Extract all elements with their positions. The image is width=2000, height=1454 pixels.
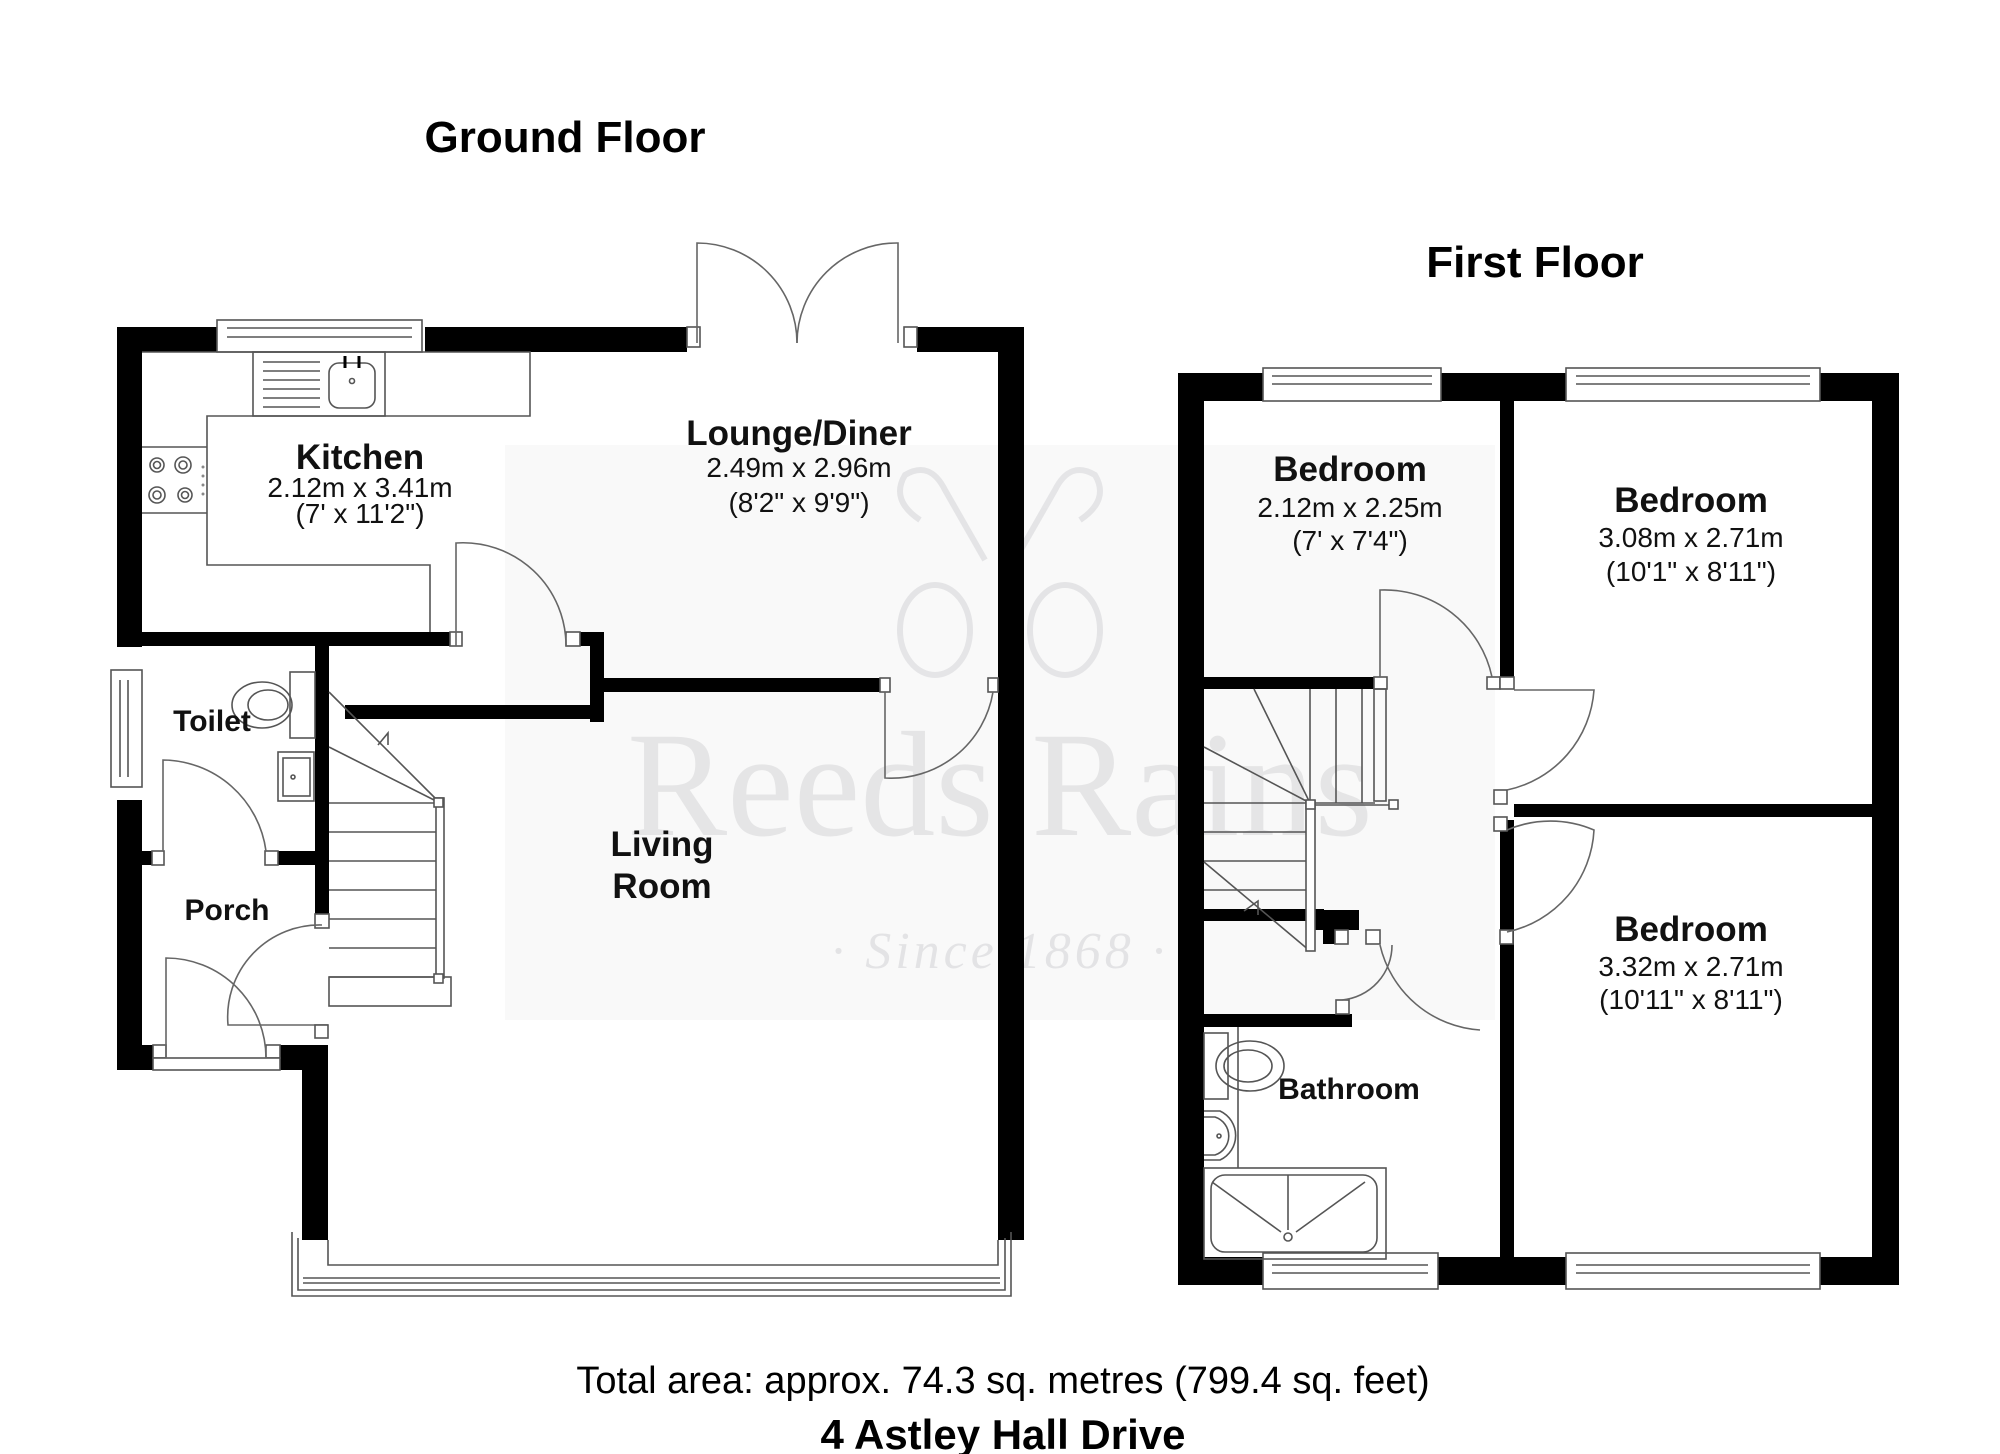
room-bedroom-1: Bedroom 2.12m x 2.25m (7' x 7'4") bbox=[1257, 450, 1442, 556]
room-name: Bedroom bbox=[1273, 450, 1427, 489]
wall bbox=[315, 646, 329, 916]
wall bbox=[1438, 1257, 1566, 1285]
wall bbox=[1514, 804, 1899, 817]
wall bbox=[1178, 373, 1204, 1285]
bedroom-2-window bbox=[1565, 367, 1821, 402]
wall bbox=[117, 327, 142, 647]
room-name: Bedroom bbox=[1614, 481, 1768, 520]
basin-icon bbox=[277, 751, 315, 802]
bedroom-1-window bbox=[1262, 367, 1442, 402]
wall bbox=[1323, 930, 1335, 944]
room-bedroom-3: Bedroom 3.32m x 2.71m (10'11" x 8'11") bbox=[1598, 910, 1783, 1015]
bedroom-2-door bbox=[1493, 676, 1595, 805]
wall bbox=[278, 851, 329, 865]
room-name: Bedroom bbox=[1614, 910, 1768, 949]
wall bbox=[1204, 677, 1374, 689]
wall bbox=[345, 705, 604, 719]
ground-floor-stairs bbox=[328, 691, 452, 1007]
room-imperial: (10'1" x 8'11") bbox=[1606, 556, 1776, 587]
wall bbox=[1314, 910, 1359, 930]
room-name-line2: Room bbox=[612, 867, 711, 906]
wall bbox=[1820, 1257, 1899, 1285]
hob-icon bbox=[148, 456, 205, 504]
ground-floor-title: Ground Floor bbox=[424, 113, 705, 162]
watermark-logo-icon bbox=[897, 467, 1103, 678]
room-kitchen: Kitchen 2.12m x 3.41m (7' x 11'2") bbox=[267, 438, 452, 529]
first-floor-plan bbox=[1178, 367, 1899, 1290]
hall-door bbox=[226, 913, 330, 1039]
first-floor-title: First Floor bbox=[1426, 238, 1644, 287]
wall bbox=[142, 851, 152, 865]
room-name: Porch bbox=[184, 894, 269, 927]
room-name-line1: Living bbox=[610, 825, 713, 864]
room-imperial: (10'11" x 8'11") bbox=[1599, 984, 1783, 1015]
bathroom-basin-icon bbox=[1204, 1110, 1237, 1161]
bedroom-3-door bbox=[1493, 816, 1595, 945]
kitchen-sink-icon bbox=[252, 351, 386, 417]
bay-window bbox=[291, 1060, 1012, 1297]
first-floor-stairs bbox=[1203, 688, 1399, 952]
french-doors bbox=[686, 242, 918, 348]
wall bbox=[1204, 1014, 1352, 1027]
room-imperial: (7' x 7'4") bbox=[1292, 525, 1408, 556]
bathroom-door bbox=[1334, 929, 1393, 1015]
property-address: 4 Astley Hall Drive bbox=[821, 1411, 1186, 1454]
wall bbox=[117, 632, 462, 646]
room-bathroom: Bathroom bbox=[1278, 1073, 1420, 1106]
wall bbox=[425, 327, 687, 352]
room-imperial: (7' x 11'2") bbox=[295, 498, 424, 529]
total-area: Total area: approx. 74.3 sq. metres (799… bbox=[576, 1360, 1429, 1402]
room-name: Toilet bbox=[173, 705, 251, 738]
room-metric: 2.12m x 2.25m bbox=[1257, 492, 1442, 523]
kitchen-window bbox=[216, 319, 423, 353]
room-name: Lounge/Diner bbox=[686, 414, 912, 453]
bath-icon bbox=[1203, 1167, 1387, 1260]
bathroom-toilet-icon bbox=[1203, 1027, 1285, 1168]
wall bbox=[590, 632, 604, 722]
room-living-room: Living Room bbox=[610, 825, 713, 906]
kitchen-counter bbox=[142, 351, 531, 632]
wall bbox=[1500, 373, 1514, 681]
room-metric: 3.08m x 2.71m bbox=[1598, 522, 1783, 553]
toilet-window bbox=[110, 669, 143, 788]
wall bbox=[604, 678, 880, 692]
room-name: Kitchen bbox=[296, 438, 424, 477]
wall bbox=[1500, 820, 1514, 1257]
wall bbox=[1872, 373, 1899, 1285]
room-imperial: (8'2" x 9'9") bbox=[728, 487, 869, 518]
bedroom-3-window bbox=[1565, 1252, 1821, 1290]
room-toilet: Toilet bbox=[173, 705, 251, 738]
landing-door bbox=[1365, 929, 1481, 1031]
room-bedroom-2: Bedroom 3.08m x 2.71m (10'1" x 8'11") bbox=[1598, 481, 1783, 587]
kitchen-door bbox=[449, 541, 581, 647]
room-metric: 3.32m x 2.71m bbox=[1598, 951, 1783, 982]
toilet-door bbox=[151, 759, 279, 866]
room-porch: Porch bbox=[184, 894, 269, 927]
living-room-door bbox=[879, 677, 999, 779]
wall bbox=[998, 327, 1024, 1240]
wall bbox=[1178, 1257, 1263, 1285]
ground-floor-plan bbox=[110, 242, 1024, 1297]
room-metric: 2.12m x 3.41m bbox=[267, 472, 452, 503]
room-metric: 2.49m x 2.96m bbox=[706, 452, 891, 483]
room-name: Bathroom bbox=[1278, 1073, 1420, 1106]
room-lounge-diner: Lounge/Diner 2.49m x 2.96m (8'2" x 9'9") bbox=[686, 414, 912, 518]
wall bbox=[117, 800, 142, 1070]
wall bbox=[117, 1045, 157, 1070]
front-door bbox=[152, 957, 281, 1071]
toilet-icon bbox=[231, 671, 316, 739]
wall bbox=[1204, 909, 1324, 921]
